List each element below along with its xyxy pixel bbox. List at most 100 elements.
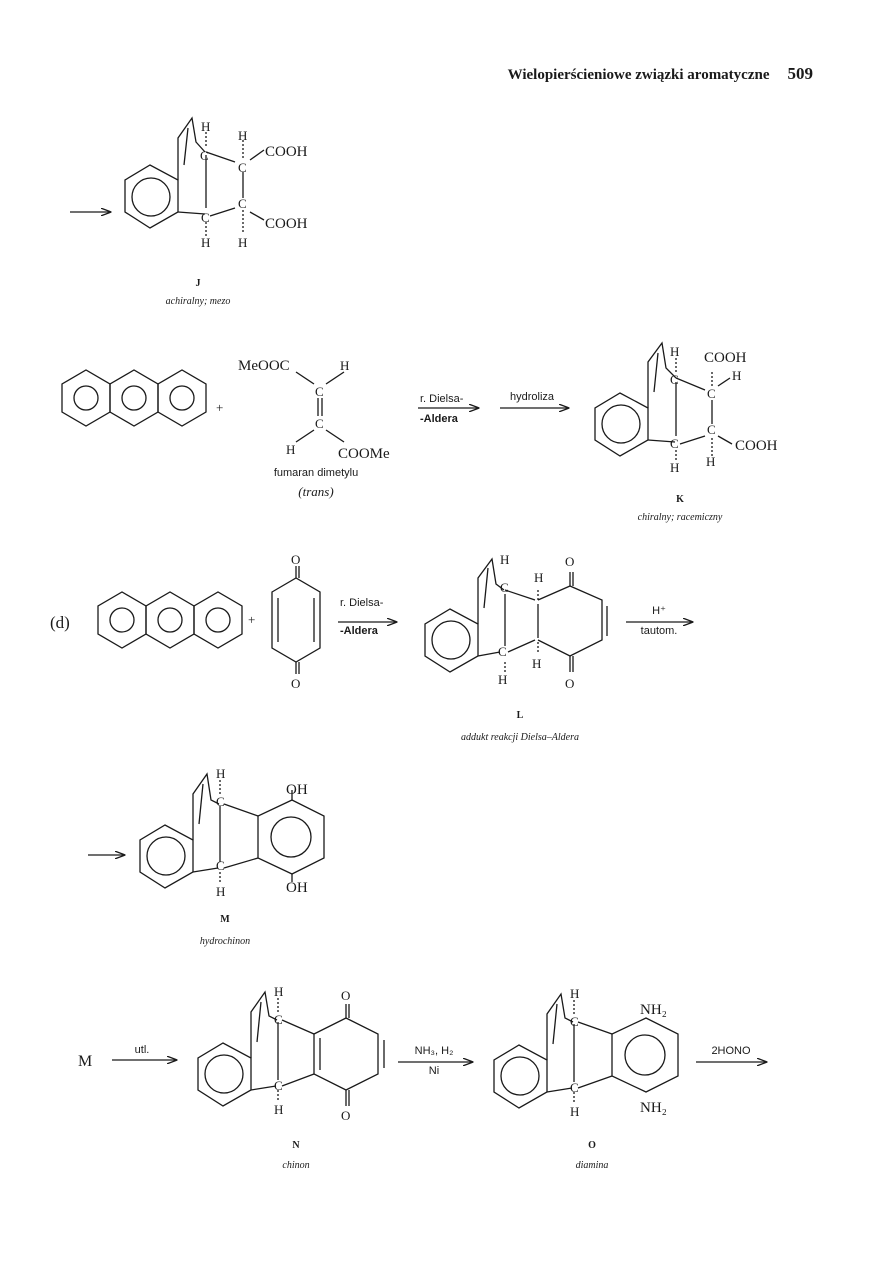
header-title: Wielopierścieniowe związki aromatyczne: [507, 67, 770, 83]
condition-tautomerization: tautom.: [641, 625, 678, 637]
caption-o: diamina: [576, 1160, 609, 1171]
hydroxyl-group: OH: [286, 880, 308, 896]
caption-m: hydrochinon: [200, 936, 250, 947]
atom-h: H: [201, 235, 210, 250]
atom-h: H: [706, 454, 715, 469]
condition-line-2: -Aldera: [340, 625, 379, 637]
ester-group: COOMe: [338, 446, 390, 462]
atom-o: O: [291, 676, 300, 691]
atom-h: H: [570, 1104, 579, 1119]
caption-k: chiralny; racemiczny: [638, 512, 723, 523]
atom-h: H: [274, 1102, 283, 1117]
atom-o: O: [565, 676, 574, 691]
compound-label-m: M: [220, 914, 230, 925]
molecule-m: [139, 772, 325, 889]
atom-h: H: [238, 235, 247, 250]
atom-c: C: [238, 196, 247, 211]
caption-j: achiralny; mezo: [166, 296, 231, 307]
page-number: 509: [787, 64, 814, 83]
carboxyl-group: COOH: [265, 216, 308, 232]
starting-compound: M: [78, 1053, 92, 1070]
condition-nitrous-acid: 2HONO: [711, 1045, 751, 1057]
atom-h: H: [216, 884, 225, 899]
running-header: Wielopierścieniowe związki aromatyczne 50…: [508, 64, 813, 84]
atom-h: H: [570, 986, 579, 1001]
condition-line-2: -Aldera: [420, 413, 459, 425]
atom-o: O: [291, 552, 300, 567]
carboxyl-group: COOH: [735, 438, 778, 454]
condition-line-1: r. Dielsa-: [420, 393, 464, 405]
condition-catalyst: Ni: [429, 1065, 439, 1077]
anthracene-l: [97, 591, 243, 649]
atom-c: C: [500, 580, 509, 595]
condition-line-1: r. Dielsa-: [340, 597, 384, 609]
atom-c: C: [216, 794, 225, 809]
atom-c: C: [707, 386, 716, 401]
atom-h: H: [216, 766, 225, 781]
caption-l: addukt reakcji Dielsa–Aldera: [461, 732, 579, 743]
molecule-n: [197, 990, 385, 1107]
atom-h: H: [500, 552, 509, 567]
molecule-j: [124, 116, 265, 236]
molecule-l: [424, 557, 608, 673]
atom-h: H: [286, 442, 295, 457]
atom-h: H: [670, 344, 679, 359]
atom-c: C: [315, 384, 324, 399]
bond-drawings: [61, 116, 766, 1109]
compound-label-o: O: [588, 1140, 596, 1151]
molecule-k: [594, 341, 733, 462]
atom-c: C: [498, 644, 507, 659]
atom-o: O: [565, 554, 574, 569]
compound-label-n: N: [292, 1140, 300, 1151]
carboxyl-group: COOH: [704, 350, 747, 366]
benzoquinone: [271, 566, 321, 674]
plus-sign: +: [216, 400, 223, 415]
part-marker: (d): [50, 613, 70, 632]
scheme-j-labels: H C H C C C H H COOH COOH J achiralny; m…: [166, 119, 308, 307]
atom-c: C: [201, 210, 210, 225]
fumarate-skeleton: [295, 371, 345, 443]
condition-acid: H⁺: [652, 605, 666, 617]
atom-c: C: [315, 416, 324, 431]
atom-h: H: [534, 570, 543, 585]
ester-group: MeOOC: [238, 358, 290, 374]
atom-c: C: [670, 436, 679, 451]
atom-c: C: [216, 858, 225, 873]
atom-h: H: [732, 368, 741, 383]
hydroxyl-group: OH: [286, 782, 308, 798]
condition-oxidation: utl.: [135, 1044, 150, 1056]
amino-group: NH₂: [640, 1002, 667, 1018]
atom-h: H: [238, 128, 247, 143]
atom-c: C: [238, 160, 247, 175]
molecule-o: [493, 992, 679, 1109]
atom-h: H: [532, 656, 541, 671]
atom-h: H: [670, 460, 679, 475]
reagent-name: fumaran dimetylu: [274, 467, 358, 479]
atom-o: O: [341, 1108, 350, 1123]
scheme-m-labels: H C C H OH OH M hydrochinon: [200, 766, 308, 947]
caption-n: chinon: [282, 1160, 309, 1171]
atom-h: H: [340, 358, 349, 373]
scheme-l-labels: (d) + O O r. Dielsa- -Aldera H C H O C H…: [50, 552, 677, 743]
reagent-config: (trans): [298, 484, 333, 499]
atom-h: H: [498, 672, 507, 687]
atom-c: C: [707, 422, 716, 437]
plus-sign: +: [248, 612, 255, 627]
compound-label-k: K: [676, 494, 684, 505]
scheme-k-labels: + MeOOC H C C H COOMe fumaran dimetylu (…: [216, 344, 778, 523]
atom-o: O: [341, 988, 350, 1003]
atom-c: C: [570, 1080, 579, 1095]
atom-h: H: [274, 984, 283, 999]
compound-label-l: L: [517, 710, 524, 721]
scheme-no-labels: M utl. H C C H O O NH₃, H₂ Ni H C C H NH…: [78, 984, 751, 1171]
condition-ammonia-hydrogen: NH₃, H₂: [415, 1045, 454, 1057]
amino-group: NH₂: [640, 1100, 667, 1116]
atom-c: C: [274, 1012, 283, 1027]
atom-c: C: [274, 1078, 283, 1093]
condition-hydrolysis: hydroliza: [510, 391, 555, 403]
carboxyl-group: COOH: [265, 144, 308, 160]
compound-label-j: J: [196, 278, 201, 289]
atom-c: C: [200, 148, 209, 163]
